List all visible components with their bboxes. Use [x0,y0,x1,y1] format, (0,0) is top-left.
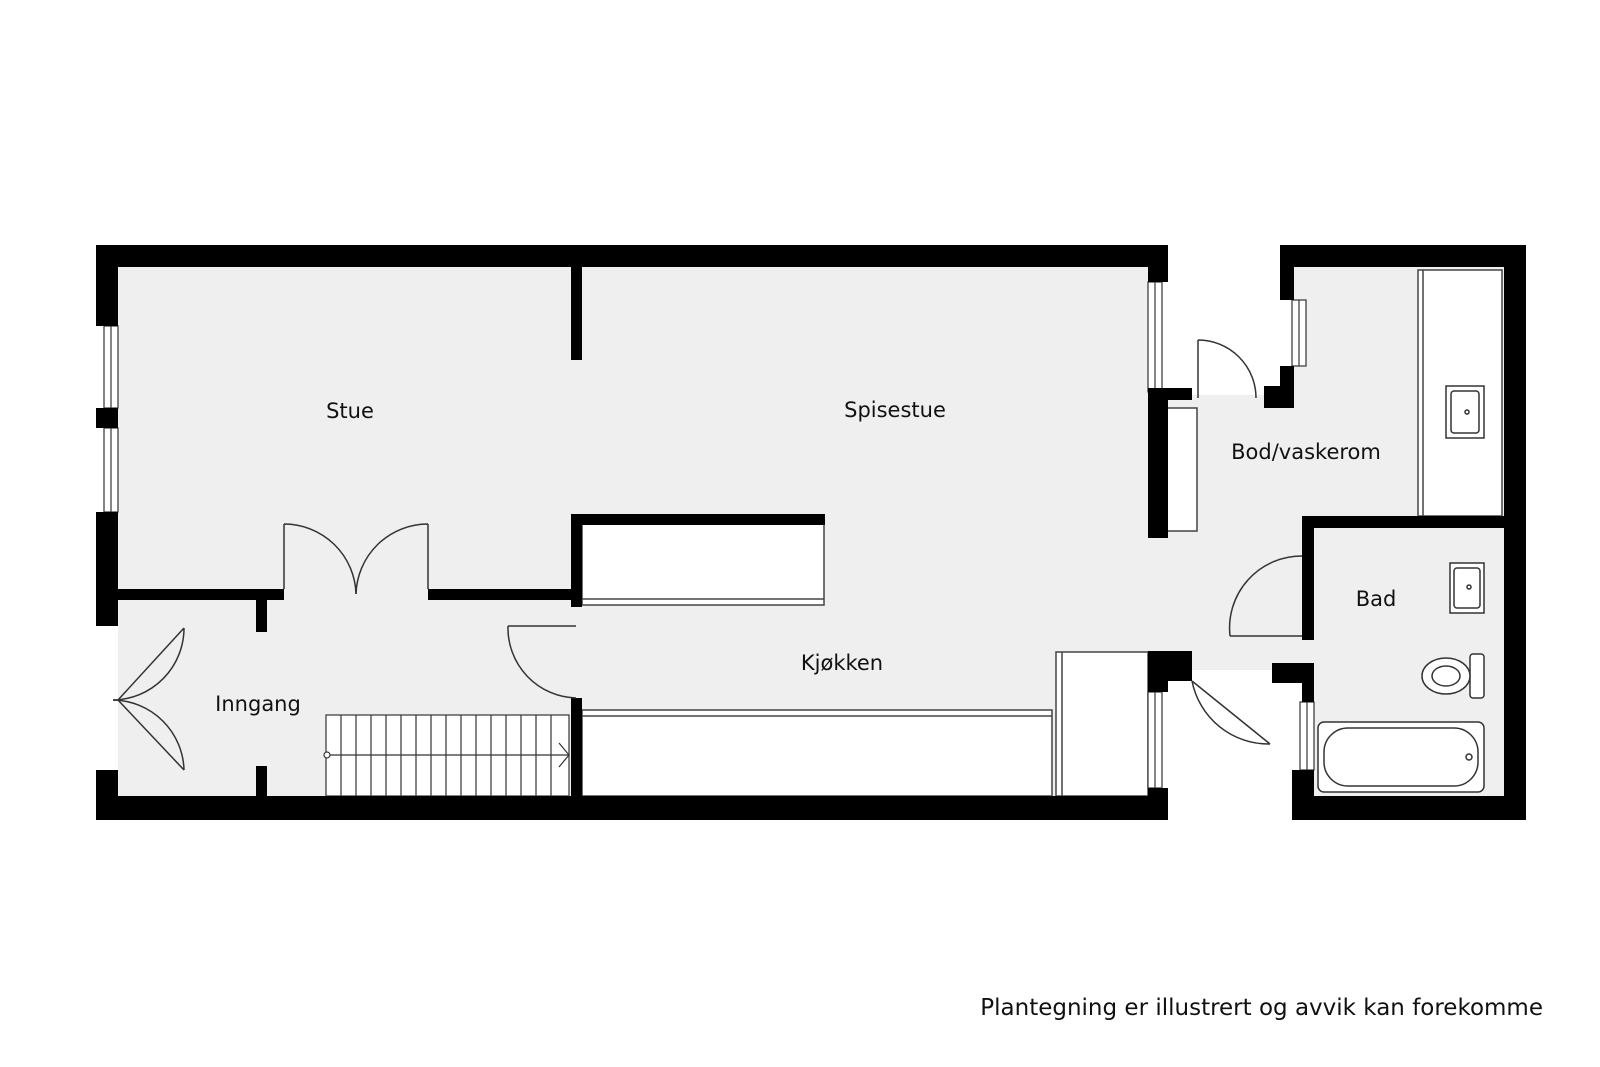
hall-door [1191,680,1271,745]
double-door-left [283,523,357,595]
kitchen-island [581,522,825,606]
front-door-right [112,699,185,771]
kitchen-counter [581,709,1053,797]
closet [1164,407,1198,532]
bathroom-fixtures [1317,385,1485,793]
bod-door [1197,339,1257,399]
toilet-icon [1421,653,1485,699]
disclaimer-text: Plantegning er illustrert og avvik kan f… [980,995,1543,1021]
room-label-bad: Bad [1356,587,1397,611]
room-label-stue: Stue [326,399,374,423]
fixtures [581,269,1503,797]
bad-door [1228,555,1303,637]
walls [96,245,1526,820]
double-door-right [355,523,429,595]
bathtub-icon [1317,721,1485,793]
front-door-left [112,627,185,701]
doors [112,339,1303,771]
room-label-kjokken: Kjøkken [801,651,883,675]
room-labels: Stue Spisestue Bod/vaskerom Bad Kjøkken … [215,398,1396,716]
kitchen-door [507,625,577,699]
room-label-spisestue: Spisestue [844,398,946,422]
staircase [323,714,570,797]
fridge-cabinet [1055,651,1149,797]
room-label-bod: Bod/vaskerom [1231,440,1381,464]
room-label-inngang: Inngang [215,692,301,716]
